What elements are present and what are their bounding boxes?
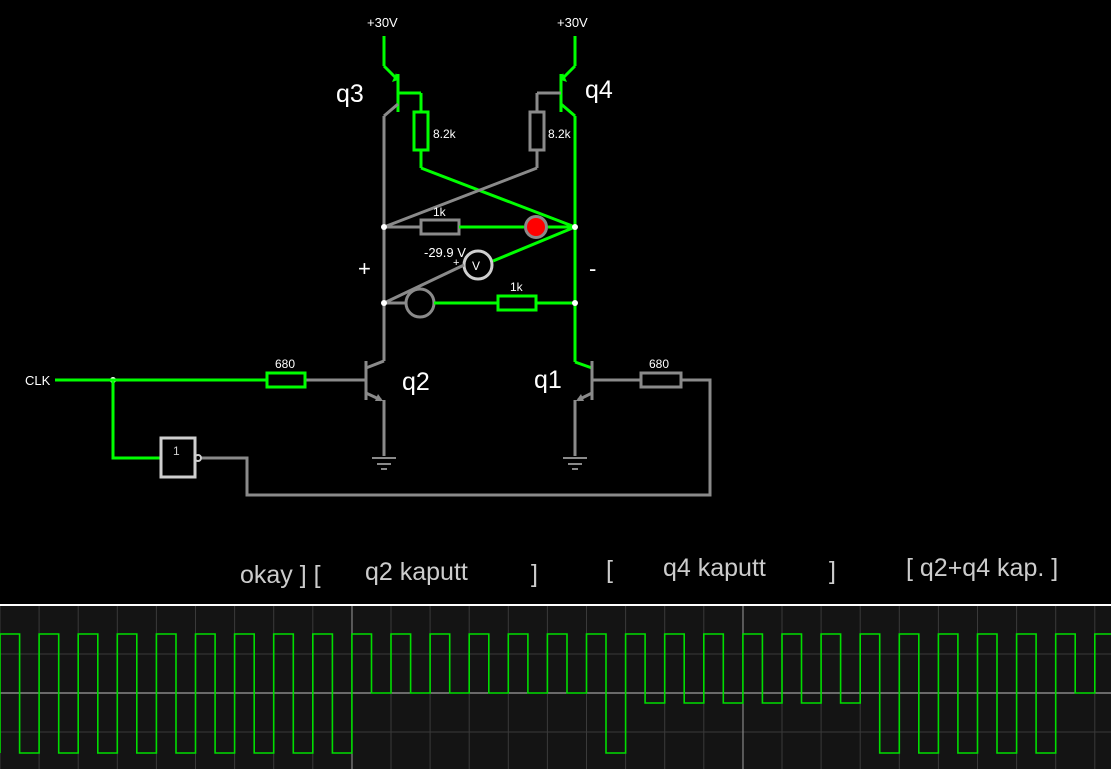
oscilloscope[interactable] [0, 604, 1111, 769]
resistor-base-q1[interactable] [639, 371, 683, 389]
resistor-upper-1k[interactable] [419, 218, 461, 236]
label-q2: q2 [402, 368, 430, 396]
scope-label-q4-kaputt: q4 kaputt [663, 554, 766, 582]
scope-label-bracket: [ [606, 556, 613, 584]
voltmeter-symbol: V [472, 259, 480, 273]
resistor-lower-label: 1k [510, 280, 524, 294]
voltmeter-polarity: + [453, 257, 459, 269]
polarity-plus: + [358, 256, 371, 281]
supply-label-left: +30V [367, 15, 398, 30]
voltmeter-lead-neg[interactable] [383, 263, 465, 305]
ground-q2 [372, 457, 396, 470]
junction-dot [381, 300, 387, 306]
resistor-q4-label: 8.2k [548, 127, 572, 141]
cross-wire-grey[interactable] [383, 166, 538, 229]
resistor-upper-label: 1k [433, 205, 447, 219]
clock-label: CLK [25, 373, 51, 388]
scope-label-q2-kaputt: q2 kaputt [365, 558, 468, 586]
scope-background [0, 604, 1111, 769]
junction-dot [381, 224, 387, 230]
wire-inverter-to-q1[interactable] [200, 378, 712, 497]
resistor-lower-1k[interactable] [496, 294, 538, 312]
label-q3: q3 [336, 80, 364, 108]
resistor-q3-base[interactable] [412, 110, 430, 152]
transistor-q4[interactable] [537, 64, 577, 118]
resistor-q4-base[interactable] [528, 110, 546, 152]
supply-label-right: +30V [557, 15, 588, 30]
resistor-base-q1-label: 680 [649, 357, 669, 371]
transistor-q1[interactable] [573, 360, 641, 456]
inverter-bubble [194, 454, 202, 462]
voltmeter-reading: -29.9 V [424, 245, 466, 260]
scope-label-bracket: ] [531, 560, 538, 588]
scope-trace [0, 633, 1111, 754]
scope-label-q2-q4-kaputt: [ q2+q4 kap. ] [906, 554, 1058, 582]
scope-label-okay: okay ] [ [240, 561, 321, 589]
polarity-minus: - [589, 256, 596, 281]
transistor-q2[interactable] [305, 359, 386, 456]
label-q1: q1 [534, 366, 562, 394]
led-indicator[interactable] [527, 218, 545, 236]
resistor-base-q2-label: 680 [275, 357, 295, 371]
ground-q1 [563, 457, 587, 470]
transistor-q3[interactable] [382, 64, 421, 118]
led-lower[interactable] [404, 287, 436, 319]
resistor-base-q2[interactable] [265, 371, 307, 389]
resistor-q3-label: 8.2k [433, 127, 457, 141]
cross-wire-green[interactable] [420, 166, 576, 229]
wire-clock-to-inverter[interactable] [111, 380, 161, 460]
junction-dot [572, 300, 578, 306]
voltmeter-lead[interactable] [492, 225, 576, 263]
label-q4: q4 [585, 76, 613, 104]
scope-label-bracket: ] [829, 557, 836, 585]
inverter-label: 1 [173, 444, 180, 458]
junction-dot [572, 224, 578, 230]
